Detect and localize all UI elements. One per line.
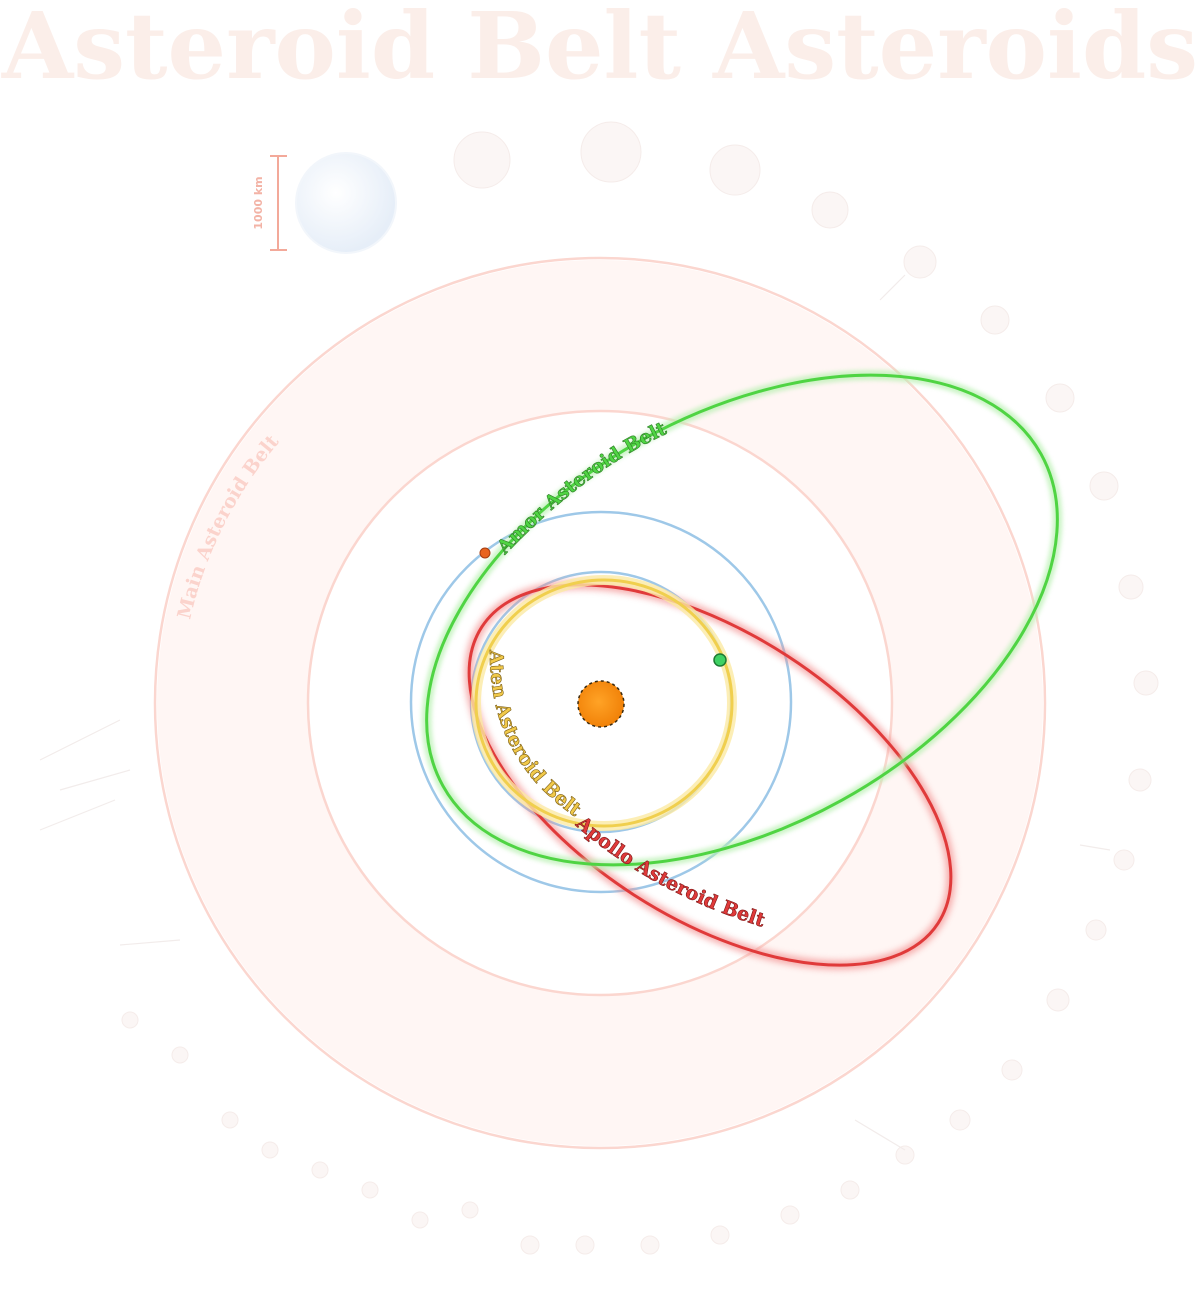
asteroid-thumbnails (121, 121, 1159, 1255)
aten-belt-label: Aten Asteroid Belt (485, 649, 585, 821)
ceres-body (295, 152, 397, 254)
aten-orbit (471, 575, 737, 831)
mars-marker (479, 547, 491, 559)
scale-bar: 1000 km (252, 155, 287, 251)
amor-orbit (421, 370, 1063, 870)
scale-label: 1000 km (252, 176, 265, 229)
page-title: Asteroid Belt Asteroids (1, 0, 1198, 100)
earth-marker (713, 653, 727, 667)
apollo-orbit (464, 580, 956, 970)
leader-lines (39, 274, 1111, 1151)
sun (577, 680, 625, 728)
amor-belt-label: Amor Asteroid Belt (492, 418, 670, 560)
